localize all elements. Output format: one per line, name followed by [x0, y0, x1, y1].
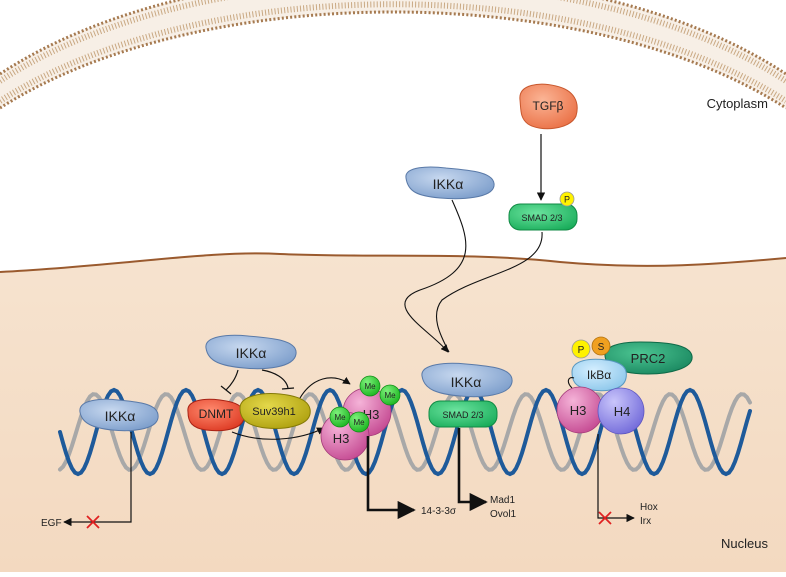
histone-h3-right: H3 [556, 386, 604, 434]
ikka-center: IKKα [421, 362, 513, 398]
ikka-mid: IKKα [205, 334, 297, 370]
smad-nuc-label: SMAD 2/3 [442, 410, 483, 420]
ikba-protein: IkBα [571, 358, 627, 392]
ikba-label: IkBα [587, 368, 611, 382]
smad-nucleus: SMAD 2/3 [428, 400, 498, 428]
h4-label: H4 [614, 404, 631, 419]
phospho-mark [559, 191, 575, 207]
methyl-label-1: Me [364, 382, 376, 391]
methyl-label-3: Me [334, 413, 346, 422]
phospho-label: P [564, 195, 570, 205]
cell-membrane [0, 0, 786, 110]
h3-bottom-label: H3 [333, 431, 350, 446]
mad1-label: Mad1 [490, 495, 515, 506]
methyl-label-4: Me [353, 418, 365, 427]
ikka-cytoplasm: IKKα [405, 166, 495, 200]
hox-label: Hox [640, 502, 658, 513]
arrow-smad-to-nucleus [436, 231, 543, 353]
hox-irx-block-cross [598, 511, 612, 525]
ikka-cyto-label: IKKα [433, 176, 464, 192]
ikka-left-label: IKKα [105, 408, 136, 424]
arrow-dnmt-to-h3 [231, 427, 325, 440]
methyl-mark-3: Me [329, 406, 351, 428]
ikka-left: IKKα [79, 398, 159, 432]
egf-repressed-path [63, 432, 132, 527]
ikka-mid-label: IKKα [236, 345, 267, 361]
sumo-mark-ikba: S [591, 336, 611, 356]
irx-label: Irx [640, 516, 651, 527]
nuclear-envelope [0, 252, 786, 273]
smad-cyto-label: SMAD 2/3 [521, 213, 562, 223]
egf-label: EGF [41, 518, 62, 529]
g14-label: 14-3-3σ [421, 506, 457, 517]
dnmt-label: DNMT [199, 407, 234, 421]
prc2-protein: PRC2 [604, 341, 693, 375]
dnmt-protein: DNMT [187, 398, 245, 432]
ovol1-label: Ovol1 [490, 509, 517, 520]
arrow-ikka-to-nucleus [404, 199, 467, 353]
methyl-mark-2: Me [379, 384, 401, 406]
phospho-mark-ikba: P [571, 339, 591, 359]
methyl-mark-1: Me [359, 375, 381, 397]
ikka-center-label: IKKα [451, 374, 482, 390]
tgfb-label: TGFβ [533, 99, 564, 113]
sumo-ikba-label: S [598, 342, 605, 353]
suv39h1-label: Suv39h1 [252, 406, 295, 418]
egf-block-cross [86, 515, 100, 529]
smad-cytoplasm: SMAD 2/3 P [508, 191, 578, 231]
histone-tail [567, 377, 575, 389]
prc2-label: PRC2 [631, 351, 666, 366]
cytoplasm-label: Cytoplasm [707, 96, 768, 111]
histone-h4: H4 [597, 387, 645, 435]
inhibit-dnmt [220, 369, 239, 395]
h3-right-label: H3 [570, 403, 587, 418]
g14-activation-path [366, 436, 416, 520]
tgfb-protein: TGFβ [519, 83, 578, 130]
inhibit-suv39h1 [261, 369, 295, 390]
suv39h1-protein: Suv39h1 [239, 393, 311, 429]
arrow-suv-to-h3-top [299, 376, 351, 399]
methyl-mark-4: Me [348, 411, 370, 433]
hox-irx-repressed-path [597, 434, 635, 523]
nucleus-label: Nucleus [721, 536, 768, 551]
mad1-activation-path [457, 428, 488, 512]
methyl-label-2: Me [384, 391, 396, 400]
phospho-ikba-label: P [578, 345, 585, 356]
